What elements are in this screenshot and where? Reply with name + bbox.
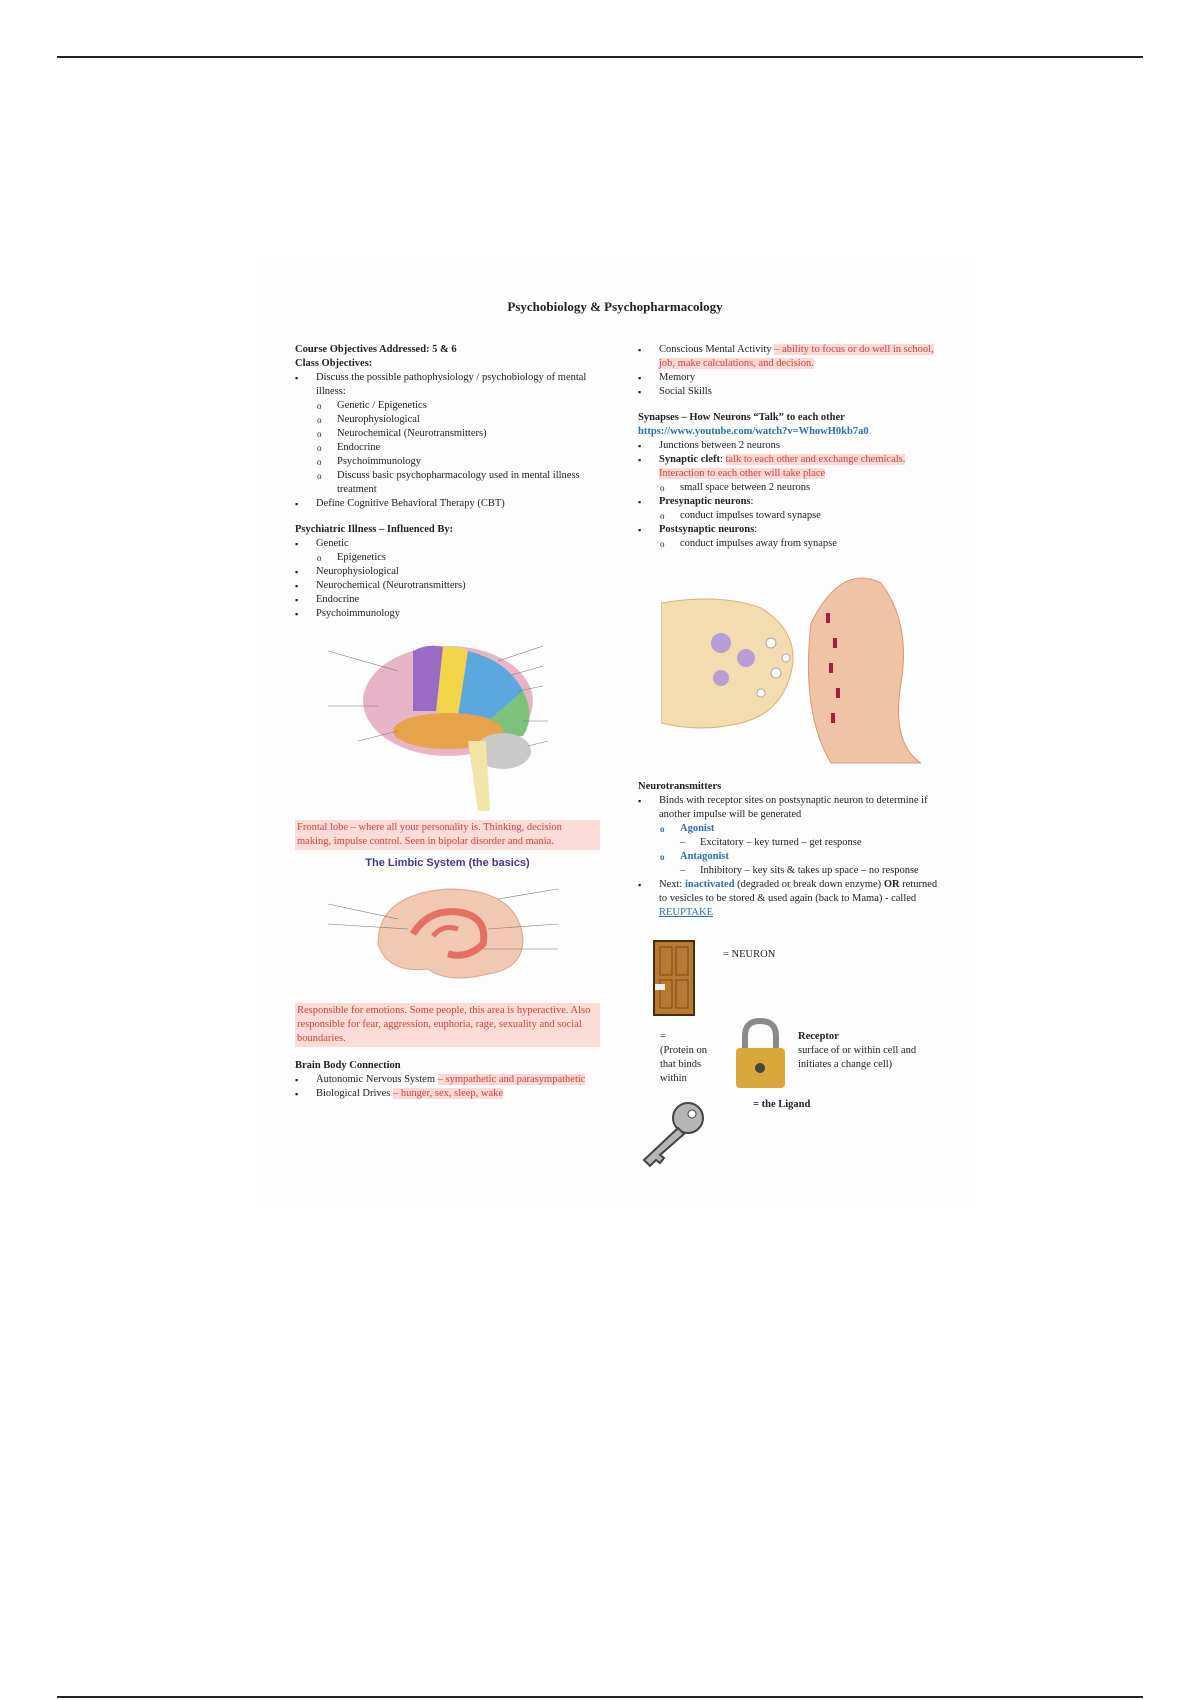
neurotransmitters-list: Binds with receptor sites on postsynapti… <box>638 794 943 920</box>
right-column: Conscious Mental Activity – ability to f… <box>638 343 943 1180</box>
brain-body-heading: Brain Body Connection <box>295 1060 401 1071</box>
equals-sign: = <box>660 1031 666 1042</box>
bottom-rule <box>57 1696 1143 1698</box>
document-title: Psychobiology & Psychopharmacology <box>507 299 723 314</box>
list-item: Binds with receptor sites on postsynapti… <box>638 794 943 822</box>
cleft-label: Synaptic cleft <box>659 454 720 465</box>
functions-list: Conscious Mental Activity – ability to f… <box>638 343 943 399</box>
limbic-system-diagram <box>327 888 558 979</box>
left-column: Course Objectives Addressed: 5 & 6 Class… <box>295 343 600 1101</box>
list-item: Discuss the possible pathophysiology / p… <box>295 371 600 399</box>
brain-lobes-diagram <box>327 645 548 811</box>
receptor-desc: surface of or within cell and initiates … <box>798 1045 917 1070</box>
list-item: small space between 2 neurons <box>638 481 943 495</box>
list-item: Endocrine <box>295 593 600 607</box>
list-item: Next: inactivated (degraded or break dow… <box>638 878 943 920</box>
door-icon <box>653 940 695 1016</box>
ans-label: Autonomic Nervous System <box>316 1074 435 1085</box>
list-item: Neurochemical (Neurotransmitters) <box>295 427 600 441</box>
brain-body-list: Autonomic Nervous System – sympathetic a… <box>295 1073 600 1101</box>
list-item: Social Skills <box>638 385 943 399</box>
drives-label: Biological Drives <box>316 1088 391 1099</box>
reuptake-link[interactable]: REUPTAKE <box>659 907 713 918</box>
key-icon <box>642 1102 704 1168</box>
padlock-icon <box>736 1018 785 1088</box>
list-item: Conscious Mental Activity – ability to f… <box>638 343 943 371</box>
list-item: Genetic / Epigenetics <box>295 399 600 413</box>
protein-text: (Protein on that binds within <box>660 1045 707 1084</box>
course-objectives: Course Objectives Addressed: 5 & 6 <box>295 344 457 355</box>
top-rule <box>57 56 1143 58</box>
list-item: Genetic <box>295 537 600 551</box>
list-item: Discuss basic psychopharmacology used in… <box>295 469 600 497</box>
illness-heading: Psychiatric Illness – Influenced By: <box>295 524 454 535</box>
neuron-label: = NEURON <box>723 949 776 960</box>
list-item: Junctions between 2 neurons <box>638 439 943 453</box>
list-item: Neurochemical (Neurotransmitters) <box>295 579 600 593</box>
next-prefix: Next: <box>659 879 683 890</box>
youtube-link[interactable]: https://www.youtube.com/watch?v=WhowH0kb… <box>638 426 869 437</box>
pre-label: Presynaptic neurons <box>659 496 751 507</box>
list-item: conduct impulses away from synapse <box>638 537 943 551</box>
list-item: Neurophysiological <box>295 565 600 579</box>
list-item: Presynaptic neurons: <box>638 495 943 509</box>
ans-note: – sympathetic and parasympathetic <box>437 1074 586 1085</box>
illness-list: Genetic Epigenetics Neurophysiological N… <box>295 537 600 621</box>
or-label: OR <box>883 879 900 890</box>
list-item: Epigenetics <box>295 551 600 565</box>
analogy-figure: = NEURON = (Protein on that binds within… <box>638 940 943 1180</box>
synapse-diagram <box>660 577 921 764</box>
list-item: Memory <box>638 371 943 385</box>
list-item: Biological Drives – hunger, sex, sleep, … <box>295 1087 600 1101</box>
cma-label: Conscious Mental Activity <box>659 344 772 355</box>
synapses-list: Junctions between 2 neurons Synaptic cle… <box>638 439 943 551</box>
class-objectives-heading: Class Objectives: <box>295 358 373 369</box>
list-item: Agonist <box>638 822 943 836</box>
drives-note: – hunger, sex, sleep, wake <box>393 1088 504 1099</box>
list-item: Excitatory – key turned – get response <box>638 836 943 850</box>
neurotransmitters-heading: Neurotransmitters <box>638 781 722 792</box>
ligand-label: = the Ligand <box>753 1099 811 1110</box>
synapses-heading: Synapses – How Neurons “Talk” to each ot… <box>638 412 845 423</box>
frontal-lobe-note: Frontal lobe – where all your personalit… <box>295 820 600 850</box>
list-item: Define Cognitive Behavioral Therapy (CBT… <box>295 497 600 511</box>
list-item: Endocrine <box>295 441 600 455</box>
limbic-note: Responsible for emotions. Some people, t… <box>295 1003 600 1047</box>
list-item: Psychoimmunology <box>295 607 600 621</box>
list-item: Autonomic Nervous System – sympathetic a… <box>295 1073 600 1087</box>
next-rest: returned to vesicles to be stored & used… <box>659 879 938 904</box>
list-item: Antagonist <box>638 850 943 864</box>
list-item: conduct impulses toward synapse <box>638 509 943 523</box>
list-item: Inhibitory – key sits & takes up space –… <box>638 864 943 878</box>
list-item: Psychoimmunology <box>295 455 600 469</box>
list-item: Neurophysiological <box>295 413 600 427</box>
objectives-list: Discuss the possible pathophysiology / p… <box>295 371 600 511</box>
inactivated: inactivated <box>684 879 735 890</box>
list-item: Postsynaptic neurons: <box>638 523 943 537</box>
limbic-title: The Limbic System (the basics) <box>365 857 530 869</box>
post-label: Postsynaptic neurons <box>659 524 755 535</box>
next-mid: (degraded or break down enzyme) <box>737 879 882 890</box>
receptor-label: Receptor <box>798 1031 839 1042</box>
list-item: Synaptic cleft: talk to each other and e… <box>638 453 943 481</box>
